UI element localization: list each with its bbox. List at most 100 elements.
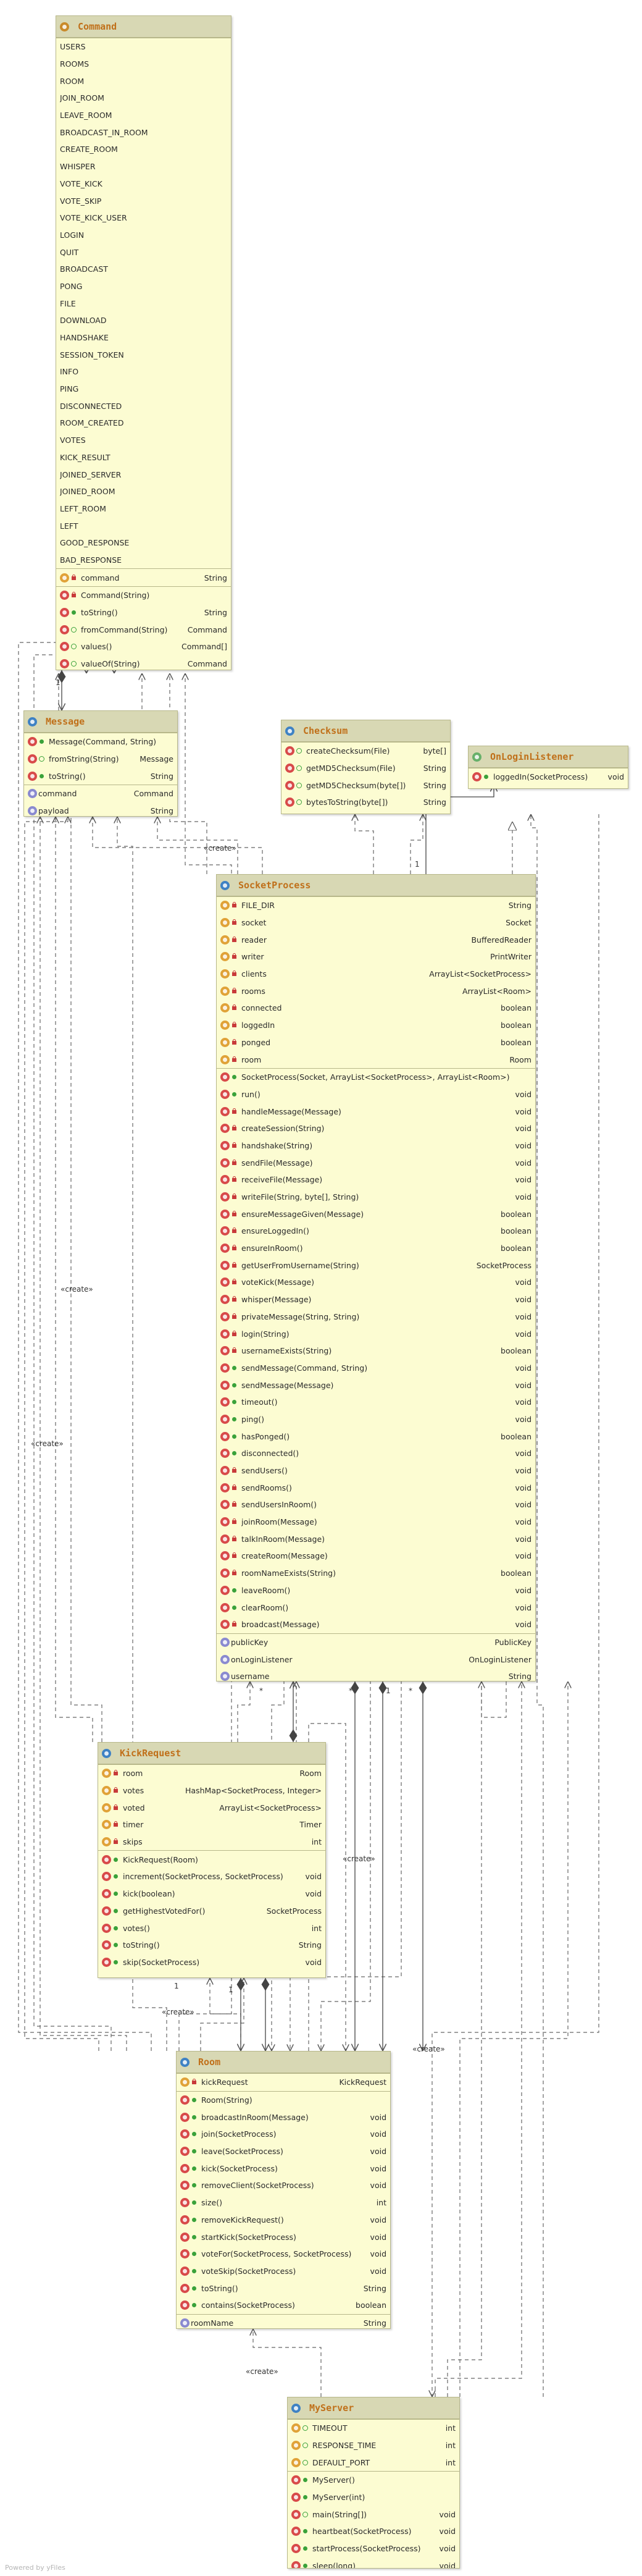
methods-row[interactable]: toString()String (177, 2279, 390, 2297)
methods-row[interactable]: getMD5Checksum(byte[])String (281, 777, 450, 794)
methods-row[interactable]: kick(boolean)void (98, 1885, 325, 1903)
methods-row[interactable]: clearRoom()void (217, 1599, 535, 1616)
methods-row[interactable]: getHighestVotedFor()SocketProcess (98, 1903, 325, 1920)
class-header[interactable]: OnLoginListener (469, 746, 628, 768)
methods-row[interactable]: disconnected()void (217, 1445, 535, 1462)
methods-row[interactable]: leave(SocketProcess)void (177, 2143, 390, 2160)
enum-constant[interactable]: VOTE_KICK (56, 175, 231, 193)
methods-row[interactable]: getUserFromUsername(String)SocketProcess (217, 1256, 535, 1274)
methods-row[interactable]: ensureMessageGiven(Message)boolean (217, 1205, 535, 1223)
methods-row[interactable]: sleep(long)void (288, 2557, 459, 2568)
enum-constant[interactable]: FILE (56, 295, 231, 312)
methods-row[interactable]: sendRooms()void (217, 1479, 535, 1496)
enum-constant[interactable]: LEAVE_ROOM (56, 107, 231, 124)
class-header[interactable]: Message (24, 711, 177, 733)
class-header[interactable]: Room (177, 2052, 390, 2073)
enum-constant[interactable]: ROOM_CREATED (56, 415, 231, 432)
methods-row[interactable]: voteKick(Message)void (217, 1274, 535, 1291)
methods-row[interactable]: removeKickRequest()void (177, 2212, 390, 2229)
methods-row[interactable]: leaveRoom()void (217, 1582, 535, 1599)
enum-constant[interactable]: KICK_RESULT (56, 449, 231, 466)
methods-row[interactable]: main(String[])void (288, 2506, 459, 2523)
class-header[interactable]: Command (56, 16, 231, 38)
enum-constant[interactable]: INFO (56, 363, 231, 381)
methods-row[interactable]: roomNameExists(String)boolean (217, 1565, 535, 1582)
methods-row[interactable]: sendUsers()void (217, 1462, 535, 1480)
enum-constant[interactable]: JOIN_ROOM (56, 90, 231, 107)
enum-constant[interactable]: DISCONNECTED (56, 397, 231, 415)
methods-row[interactable]: startKick(SocketProcess)void (177, 2228, 390, 2246)
methods-row[interactable]: values()Command[] (56, 638, 231, 655)
methods-row[interactable]: createRoom(Message)void (217, 1547, 535, 1565)
methods-row[interactable]: sendMessage(Message)void (217, 1376, 535, 1394)
methods-row[interactable]: heartbeat(SocketProcess)void (288, 2523, 459, 2540)
methods-row[interactable]: Command(String) (56, 587, 231, 604)
methods-row[interactable]: login(String)void (217, 1325, 535, 1342)
enum-constant[interactable]: GOOD_RESPONSE (56, 534, 231, 552)
methods-row[interactable]: KickRequest(Room) (98, 1851, 325, 1868)
methods-row[interactable]: timeout()void (217, 1394, 535, 1411)
methods-row[interactable]: MyServer() (288, 2472, 459, 2489)
class-header[interactable]: Checksum (281, 720, 450, 742)
enum-constant[interactable]: BAD_RESPONSE (56, 552, 231, 569)
methods-row[interactable]: Message(Command, String) (24, 733, 177, 751)
enum-constant[interactable]: LEFT_ROOM (56, 500, 231, 518)
methods-row[interactable]: createChecksum(File)byte[] (281, 743, 450, 760)
enum-constant[interactable]: ROOM (56, 72, 231, 90)
enum-constant[interactable]: VOTE_KICK_USER (56, 209, 231, 227)
methods-row[interactable]: getMD5Checksum(File)String (281, 760, 450, 777)
enum-constant[interactable]: BROADCAST_IN_ROOM (56, 124, 231, 141)
methods-row[interactable]: sendMessage(Command, String)void (217, 1360, 535, 1377)
enum-constant[interactable]: LEFT (56, 517, 231, 534)
methods-row[interactable]: join(SocketProcess)void (177, 2126, 390, 2143)
methods-row[interactable]: usernameExists(String)boolean (217, 1342, 535, 1360)
methods-row[interactable]: MyServer(int) (288, 2489, 459, 2506)
methods-row[interactable]: contains(SocketProcess)boolean (177, 2297, 390, 2314)
methods-row[interactable]: writeFile(String, byte[], String)void (217, 1189, 535, 1206)
methods-row[interactable]: privateMessage(String, String)void (217, 1308, 535, 1326)
enum-constant[interactable]: PONG (56, 278, 231, 295)
methods-row[interactable]: whisper(Message)void (217, 1291, 535, 1308)
methods-row[interactable]: valueOf(String)Command (56, 655, 231, 670)
enum-constant[interactable]: PING (56, 381, 231, 398)
methods-row[interactable]: fromCommand(String)Command (56, 621, 231, 638)
methods-row[interactable]: createSession(String)void (217, 1120, 535, 1137)
enum-constant[interactable]: QUIT (56, 243, 231, 261)
methods-row[interactable]: kick(SocketProcess)void (177, 2160, 390, 2177)
methods-row[interactable]: toString()String (98, 1937, 325, 1954)
methods-row[interactable]: hasPonged()boolean (217, 1428, 535, 1445)
class-header[interactable]: KickRequest (98, 1743, 325, 1764)
methods-row[interactable]: bytesToString(byte[])String (281, 794, 450, 811)
enum-constant[interactable]: ROOMS (56, 56, 231, 73)
methods-row[interactable]: fromString(String)Message (24, 751, 177, 768)
methods-row[interactable]: ensureInRoom()boolean (217, 1240, 535, 1257)
methods-row[interactable]: ensureLoggedIn()boolean (217, 1223, 535, 1240)
methods-row[interactable]: toString()String (56, 604, 231, 621)
methods-row[interactable]: skip(SocketProcess)void (98, 1954, 325, 1971)
enum-constant[interactable]: LOGIN (56, 227, 231, 244)
methods-row[interactable]: handshake(String)void (217, 1137, 535, 1155)
